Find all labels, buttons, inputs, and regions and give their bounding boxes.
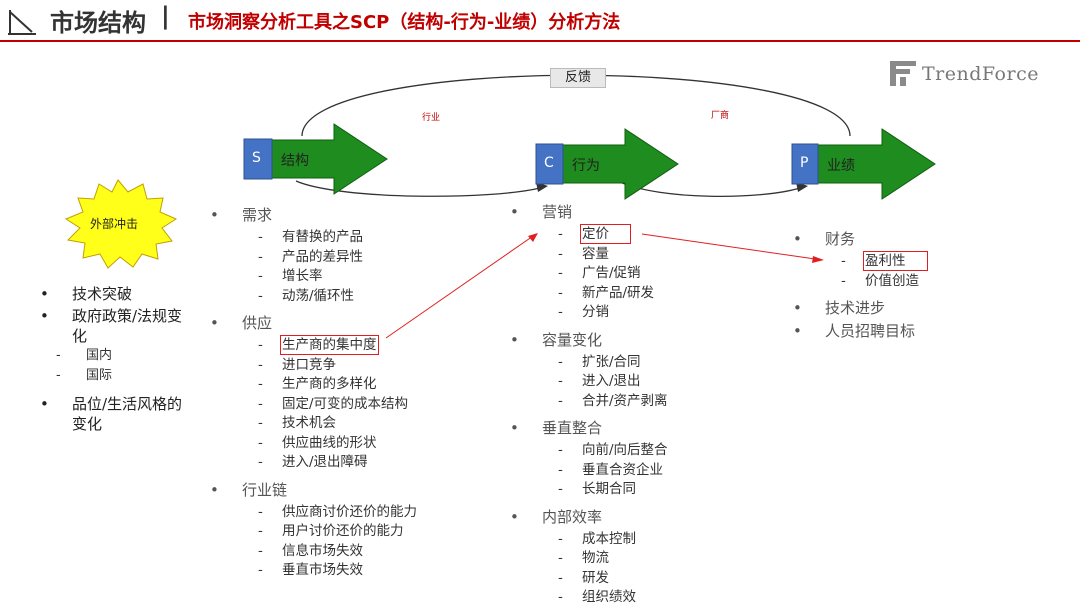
performance-column: 财务 盈利性 价值创造 技术进步 人员招聘目标 — [793, 230, 1033, 341]
trendforce-logo-icon — [890, 61, 916, 86]
list-item: 生产商的多样化 — [210, 375, 470, 395]
list-item: 物流 — [510, 549, 750, 569]
stage-s-letter: S — [252, 150, 261, 166]
list-item: 长期合同 — [510, 480, 750, 500]
stage-p-letter: P — [800, 155, 809, 171]
highlight-profitability: 盈利性 — [863, 251, 928, 271]
highlight-pricing: 定价 — [580, 224, 631, 244]
list-item: 成本控制 — [510, 530, 750, 550]
logo-text: TrendForce — [922, 63, 1039, 85]
conduct-vertical-integration: 垂直整合 向前/向后整合 垂直合资企业 长期合同 — [510, 419, 750, 500]
list-item: 分销 — [510, 303, 750, 323]
list-item: 进口竞争 — [210, 356, 470, 376]
list-item: 供应曲线的形状 — [210, 434, 470, 454]
arrow-conduct — [562, 128, 679, 200]
list-item: 扩张/合同 — [510, 353, 750, 373]
list-item: 供应商讨价还价的能力 — [210, 503, 470, 523]
list-item: 有替换的产品 — [210, 228, 470, 248]
list-item: 价值创造 — [793, 272, 1033, 292]
list-item: 用户讨价还价的能力 — [210, 522, 470, 542]
list-item: 研发 — [510, 569, 750, 589]
list-item: 容量 — [510, 245, 750, 265]
list-item: 动荡/循环性 — [210, 287, 470, 307]
list-item: 合并/资产剥离 — [510, 392, 750, 412]
stage-c-letter: C — [544, 155, 554, 171]
scp-diagram — [64, 74, 936, 339]
list-item: 技术机会 — [210, 414, 470, 434]
list-item: 向前/向后整合 — [510, 441, 750, 461]
industry-label: 行业 — [422, 113, 441, 123]
performance-hiring-goals: 人员招聘目标 — [793, 322, 1033, 341]
list-item: 国际 — [40, 366, 192, 386]
list-item: 品位/生活风格的变化 — [40, 394, 192, 434]
structure-supply: 供应 生产商的集中度 进口竞争 生产商的多样化 固定/可变的成本结构 技术机会 … — [210, 314, 470, 473]
feedback-label: 反馈 — [564, 70, 591, 85]
conduct-capacity: 容量变化 扩张/合同 进入/退出 合并/资产剥离 — [510, 331, 750, 412]
title-separator: | — [161, 2, 170, 30]
list-item: 进入/退出 — [510, 372, 750, 392]
box-p — [791, 143, 819, 185]
trendforce-logo: TrendForce — [888, 58, 1068, 90]
list-item: 固定/可变的成本结构 — [210, 395, 470, 415]
structure-column: 需求 有替换的产品 产品的差异性 增长率 动荡/循环性 供应 生产商的集中度 进… — [210, 206, 470, 589]
stage-p-name: 业绩 — [827, 158, 855, 174]
list-item: 生产商的集中度 — [210, 335, 470, 356]
feedback-box: 反馈 — [550, 68, 606, 88]
list-item: 组织绩效 — [510, 588, 750, 608]
list-item: 垂直市场失效 — [210, 561, 470, 581]
arrow-performance — [817, 128, 936, 200]
highlight-concentration: 生产商的集中度 — [280, 335, 379, 355]
list-item: 政府政策/法规变化 国内 国际 — [40, 306, 192, 386]
stage-c-name: 行为 — [572, 158, 600, 174]
page-title: 市场结构 — [50, 9, 146, 37]
arc-s-to-c — [295, 180, 541, 197]
list-item: 增长率 — [210, 267, 470, 287]
header-arrow-icon — [8, 10, 36, 35]
structure-demand: 需求 有替换的产品 产品的差异性 增长率 动荡/循环性 — [210, 206, 470, 306]
list-item: 产品的差异性 — [210, 248, 470, 268]
list-item: 定价 — [510, 224, 750, 245]
list-item: 新产品/研发 — [510, 284, 750, 304]
list-item: 国内 — [40, 346, 192, 366]
stage-s-name: 结构 — [281, 153, 309, 169]
conduct-internal-efficiency: 内部效率 成本控制 物流 研发 组织绩效 — [510, 508, 750, 608]
conduct-column: 营销 定价 容量 广告/促销 新产品/研发 分销 容量变化 扩张/合同 进入/退… — [510, 203, 750, 616]
arrow-structure — [271, 123, 388, 195]
list-item: 技术突破 — [40, 284, 200, 304]
header-divider — [0, 40, 1080, 42]
performance-finance: 财务 盈利性 价值创造 — [793, 230, 1033, 291]
external-shock-starburst — [64, 179, 178, 269]
external-factors-list: 技术突破 政府政策/法规变化 国内 国际 品位/生活风格的变化 — [40, 284, 200, 436]
box-s — [243, 138, 273, 180]
list-item: 进入/退出障碍 — [210, 453, 470, 473]
page-subtitle: 市场洞察分析工具之SCP（结构-行为-业绩）分析方法 — [188, 12, 621, 33]
firm-label: 厂商 — [711, 111, 730, 121]
box-c — [535, 143, 564, 185]
structure-industry-chain: 行业链 供应商讨价还价的能力 用户讨价还价的能力 信息市场失效 垂直市场失效 — [210, 481, 470, 581]
list-item: 垂直合资企业 — [510, 461, 750, 481]
external-shock-label: 外部冲击 — [90, 217, 139, 231]
list-item: 信息市场失效 — [210, 542, 470, 562]
list-item: 盈利性 — [793, 251, 1033, 272]
list-item: 广告/促销 — [510, 264, 750, 284]
performance-tech-progress: 技术进步 — [793, 299, 1033, 318]
conduct-marketing: 营销 定价 容量 广告/促销 新产品/研发 分销 — [510, 203, 750, 323]
